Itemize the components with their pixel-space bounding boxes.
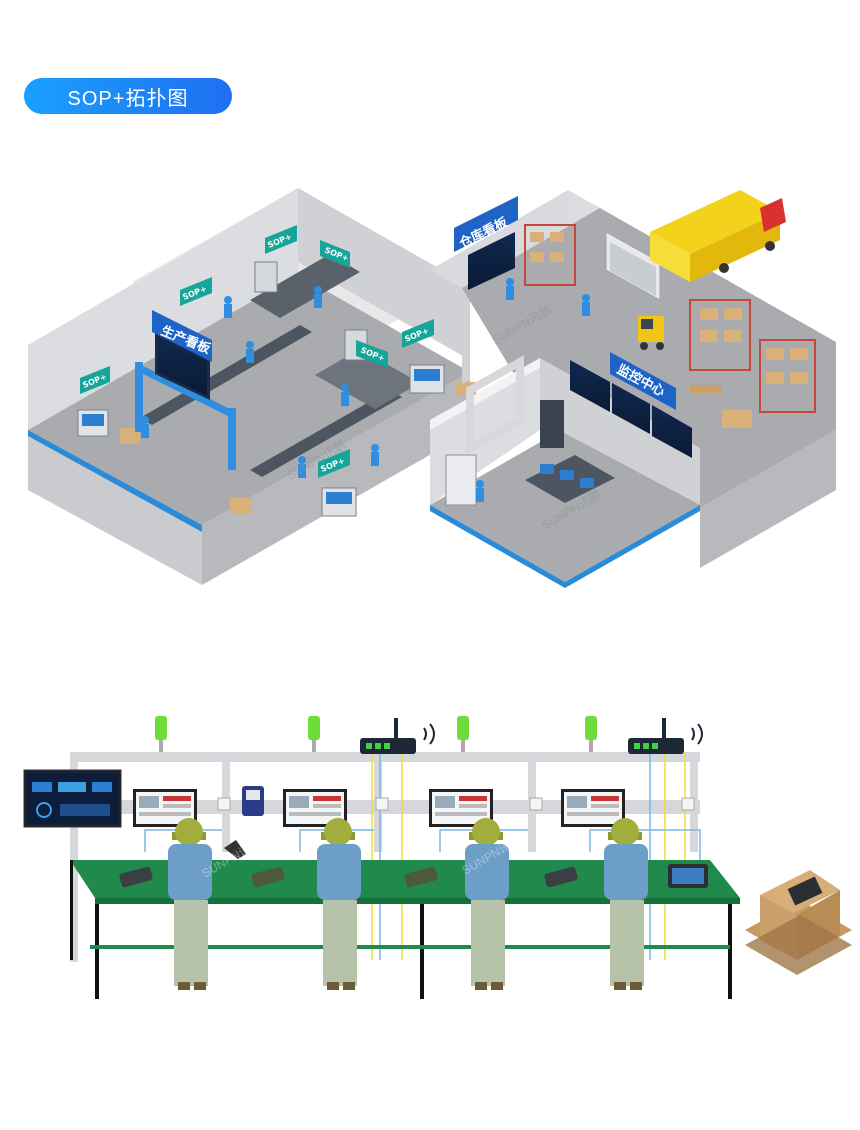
- warehouse-workers: [506, 278, 590, 316]
- forklift: [638, 316, 664, 350]
- video-wall: [570, 360, 692, 458]
- worker: [465, 818, 509, 990]
- wireless-router: [360, 718, 435, 754]
- andon-light: [457, 716, 469, 752]
- worker: [168, 818, 212, 990]
- sop-sign: SOP+: [80, 366, 110, 394]
- warehouse-shelves: [524, 224, 816, 428]
- server-racks: [445, 400, 564, 506]
- sop-sign: SOP+: [356, 340, 388, 368]
- network-cables: [144, 752, 701, 960]
- page-title: SOP+拓扑图: [24, 78, 232, 114]
- andon-light: [308, 716, 320, 752]
- phone-device: [544, 866, 578, 888]
- factory-workers: [141, 286, 379, 478]
- andon-light: [585, 716, 597, 752]
- sop-display: [561, 789, 625, 827]
- tablet-device: [668, 864, 708, 888]
- worker: [317, 818, 361, 990]
- control-desk: [476, 455, 615, 503]
- andon-light: [155, 716, 167, 752]
- phone-device: [119, 866, 153, 888]
- sop-display: [429, 789, 493, 827]
- barcode-scanner: [224, 786, 264, 859]
- worker: [604, 818, 648, 990]
- packaged-box: [745, 870, 852, 975]
- door-frame: [466, 355, 524, 455]
- phone-device: [251, 866, 285, 888]
- sop-sign: SOP+: [320, 240, 350, 268]
- power-sockets: [217, 797, 695, 811]
- truck: [650, 190, 786, 282]
- production-board: 生产看板: [152, 310, 214, 400]
- loading-dock: [605, 231, 661, 301]
- dashboard-screen: [23, 769, 122, 828]
- wireless-router: [628, 718, 703, 754]
- conveyor-lines: [140, 254, 420, 477]
- phone-device: [404, 866, 438, 888]
